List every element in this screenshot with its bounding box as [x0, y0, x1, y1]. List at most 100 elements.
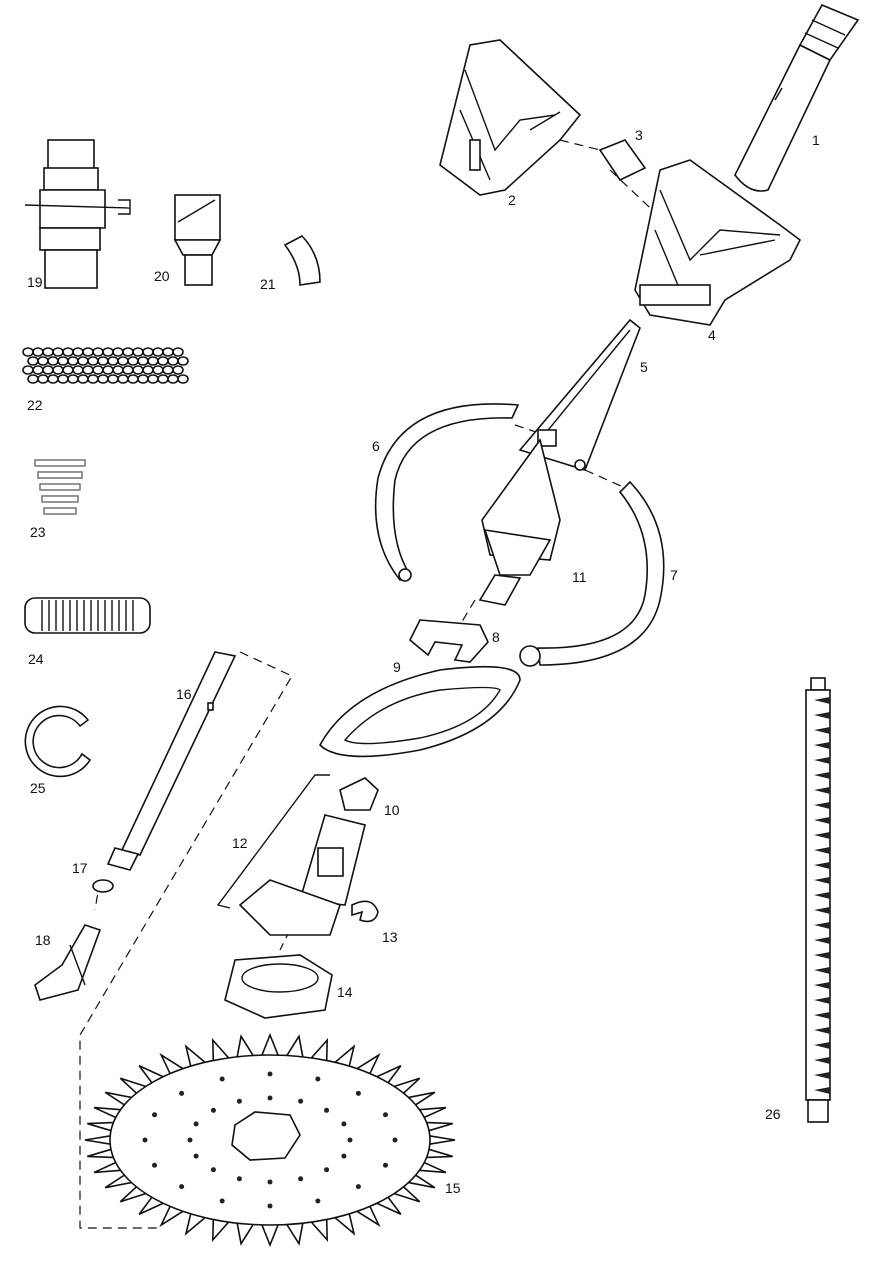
hose-rib — [814, 1012, 830, 1019]
hose-rib — [814, 952, 830, 959]
hose-rib — [814, 1057, 830, 1064]
part-19-regulator-valve — [24, 139, 131, 289]
disc-tooth — [235, 1034, 256, 1061]
hose-rib — [814, 862, 830, 869]
disc-hole — [236, 1176, 242, 1182]
part-16-tube — [106, 651, 237, 871]
part-21-elbow — [283, 235, 321, 286]
disc-hole — [267, 1203, 273, 1209]
label-part-24: 24 — [28, 651, 44, 667]
label-part-26: 26 — [765, 1106, 781, 1122]
disc-hole — [324, 1167, 330, 1173]
disc-hole — [267, 1071, 273, 1077]
label-part-19: 19 — [27, 274, 43, 290]
disc-hole — [193, 1121, 199, 1127]
hose-rib — [814, 922, 830, 929]
part-3-block — [598, 139, 647, 182]
label-part-5: 5 — [640, 359, 648, 375]
label-part-1: 1 — [812, 132, 820, 148]
label-part-2: 2 — [508, 192, 516, 208]
disc-hole — [324, 1107, 330, 1113]
label-part-17: 17 — [72, 860, 88, 876]
disc-hole — [152, 1112, 158, 1118]
hose-rib — [814, 907, 830, 914]
disc-hole — [267, 1179, 273, 1185]
hose-rib — [814, 802, 830, 809]
label-part-23: 23 — [30, 524, 46, 540]
label-part-6: 6 — [372, 438, 380, 454]
part-13-clip — [351, 900, 379, 923]
hose-rib — [814, 967, 830, 974]
label-part-15: 15 — [445, 1180, 461, 1196]
disc-hole — [341, 1153, 347, 1159]
mesh-cell — [172, 365, 184, 375]
hose-rib — [814, 1027, 830, 1034]
disc-hole — [355, 1184, 361, 1190]
label-part-10: 10 — [384, 802, 400, 818]
disc-tooth — [424, 1134, 456, 1146]
disc-hole — [315, 1076, 321, 1082]
disc-hole — [187, 1137, 193, 1143]
label-part-25: 25 — [30, 780, 46, 796]
part-24-hose-cuff — [24, 597, 151, 634]
label-part-8: 8 — [492, 629, 500, 645]
disc-hole — [298, 1098, 304, 1104]
part-20-adapter — [173, 194, 222, 286]
label-part-20: 20 — [154, 268, 170, 284]
disc-hole — [315, 1198, 321, 1204]
label-part-16: 16 — [176, 686, 192, 702]
hose-rib — [814, 772, 830, 779]
label-part-7: 7 — [670, 567, 678, 583]
part-9-plate — [319, 665, 521, 758]
label-part-9: 9 — [393, 659, 401, 675]
disc-hole — [392, 1137, 398, 1143]
part-1-hose-adapter — [734, 3, 860, 192]
hose-rib — [814, 832, 830, 839]
hose-rib — [814, 1072, 830, 1079]
part-labels: 1 2 3 4 5 6 7 8 9 10 11 12 13 14 15 16 1… — [27, 127, 820, 1196]
part-17-washer — [92, 879, 114, 893]
label-part-13: 13 — [382, 929, 398, 945]
part-25-ring — [24, 705, 92, 778]
hose-rib — [814, 1042, 830, 1049]
disc-hole — [142, 1137, 148, 1143]
label-part-22: 22 — [27, 397, 43, 413]
mesh-cell — [177, 356, 189, 366]
hose-rib — [814, 817, 830, 824]
hose-rib — [814, 712, 830, 719]
disc-hole — [355, 1090, 361, 1096]
disc-hole — [219, 1076, 225, 1082]
part-12-assembly — [216, 774, 366, 936]
hose-rib — [814, 997, 830, 1004]
label-part-21: 21 — [260, 276, 276, 292]
part-26-hose — [805, 677, 831, 1123]
hose-rib — [814, 757, 830, 764]
hose-rib — [814, 742, 830, 749]
disc-tooth — [284, 1219, 305, 1246]
label-part-14: 14 — [337, 984, 353, 1000]
disc-hole — [341, 1121, 347, 1127]
disc-hole — [179, 1090, 185, 1096]
mesh-cell — [172, 347, 184, 357]
part-22-mesh — [22, 347, 189, 384]
part-15-disc — [84, 1032, 456, 1248]
hose-rib — [814, 697, 830, 704]
hose-rib — [814, 787, 830, 794]
part-14-base — [224, 954, 333, 1019]
part-6-bumper-ring — [374, 403, 520, 582]
disc-hole — [210, 1107, 216, 1113]
disc-hole — [193, 1153, 199, 1159]
hose-rib — [814, 877, 830, 884]
disc-hole — [236, 1098, 242, 1104]
hose-rib — [814, 937, 830, 944]
part-4-housing — [634, 159, 802, 326]
part-7-bumper-ring — [519, 480, 665, 667]
part-5-pivot — [518, 318, 641, 471]
disc-tooth — [235, 1219, 256, 1246]
label-part-18: 18 — [35, 932, 51, 948]
hose-rib — [814, 1087, 830, 1094]
hose-rib — [814, 982, 830, 989]
label-part-12: 12 — [232, 835, 248, 851]
mesh-cell — [177, 374, 189, 384]
